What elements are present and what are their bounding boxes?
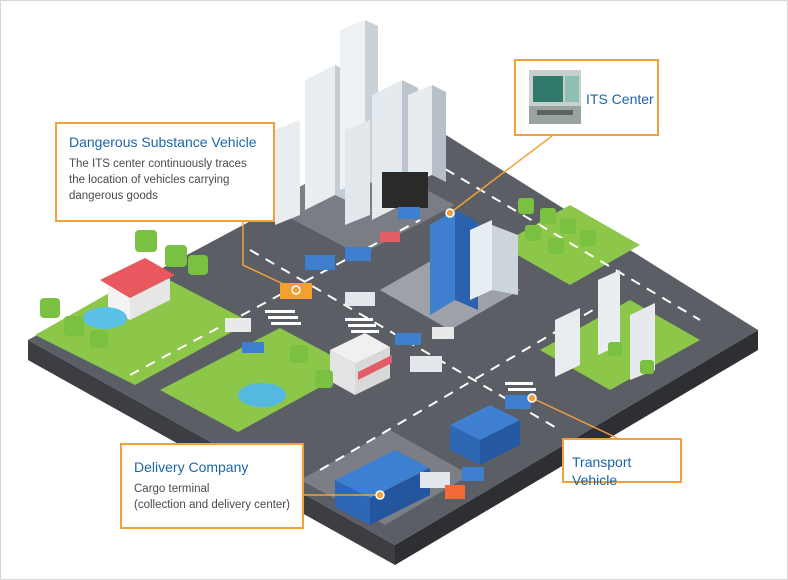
convenience-store xyxy=(330,333,392,395)
trees xyxy=(40,198,654,388)
its-center-callout: ITS Center xyxy=(514,59,659,136)
description-line: The ITS center continuously traces xyxy=(69,158,247,170)
callout-title: Dangerous Substance Vehicle xyxy=(69,134,257,150)
house-lawn-block xyxy=(35,270,250,385)
description-line: (collection and delivery center) xyxy=(134,499,290,511)
description-line: Cargo terminal xyxy=(134,483,210,495)
control-room-photo xyxy=(529,70,581,124)
callout-title: Delivery Company xyxy=(134,459,249,475)
delivery-company-callout: Delivery Company Cargo terminal (collect… xyxy=(120,443,304,529)
crosswalks xyxy=(265,310,536,391)
description-line: the location of vehicles carrying xyxy=(69,174,230,186)
house xyxy=(83,258,175,329)
dangerous-connector xyxy=(242,222,297,291)
transport-connector xyxy=(531,397,618,439)
lane-markings xyxy=(129,159,701,471)
callout-title: ITS Center xyxy=(586,91,654,107)
callout-description: The ITS center continuously traces the l… xyxy=(69,156,261,204)
vehicles xyxy=(225,207,531,499)
dangerous-substance-vehicle-callout: Dangerous Substance Vehicle The ITS cent… xyxy=(55,122,275,222)
callout-title: Transport Vehicle xyxy=(572,454,632,488)
connector-dots xyxy=(291,208,537,500)
park-fountain xyxy=(238,383,286,407)
cargo-terminal xyxy=(335,405,520,525)
callout-description: Cargo terminal (collection and delivery … xyxy=(134,481,290,513)
pool xyxy=(83,307,127,329)
its-connector xyxy=(449,135,553,214)
callout-connectors xyxy=(242,135,618,496)
traffic-sign-board xyxy=(382,172,428,208)
its-center-building xyxy=(430,210,518,315)
downtown-towers xyxy=(275,20,446,225)
transport-vehicle-callout: Transport Vehicle xyxy=(562,438,682,488)
transport-vehicle-truck xyxy=(505,395,531,409)
description-line: dangerous goods xyxy=(69,190,158,202)
